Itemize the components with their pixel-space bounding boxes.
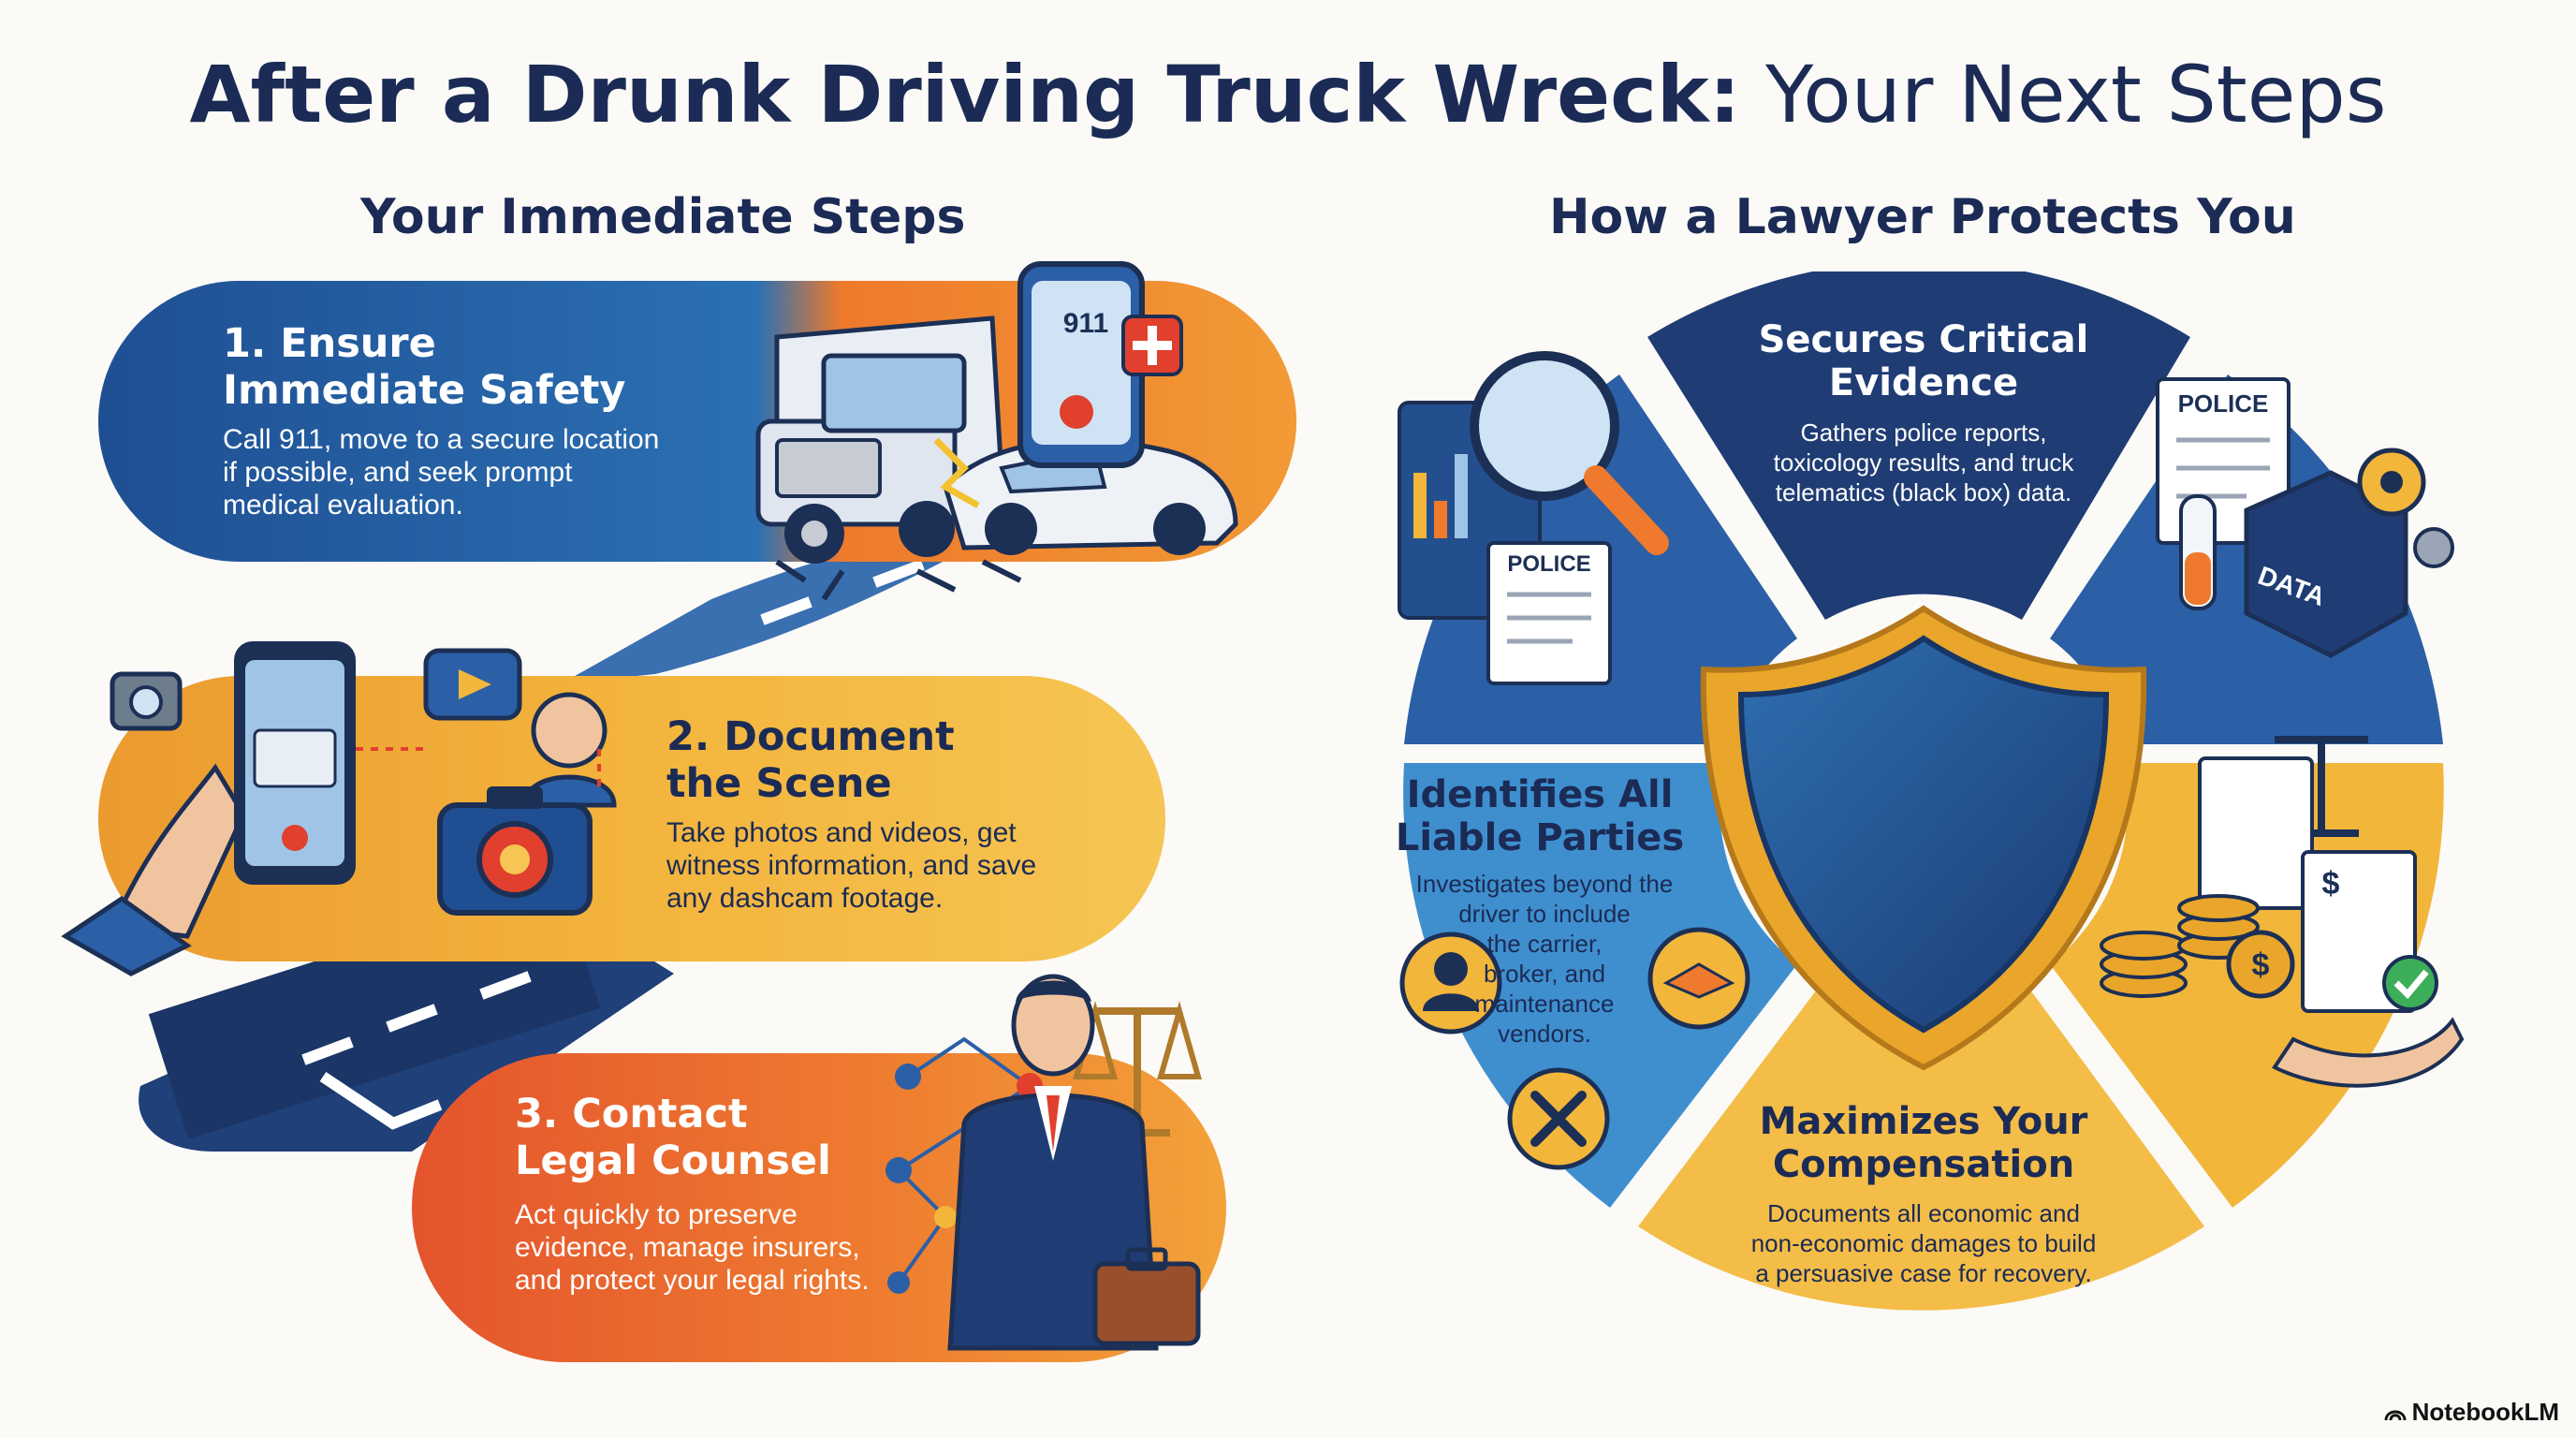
segment-1-body: Gathers police reports, toxicology resul… — [1773, 418, 2074, 506]
crash-illustration: 911 — [755, 261, 1238, 601]
witness-avatar — [531, 692, 607, 769]
coins-icon — [2100, 894, 2260, 998]
check-icon — [2382, 955, 2438, 1011]
left-heading: Your Immediate Steps — [360, 189, 966, 245]
title-normal: Your Next Steps — [1765, 49, 2387, 140]
shield-icon — [1700, 605, 2147, 1071]
police-report-icon — [1486, 541, 1612, 685]
step-2-title: 2. Document the Scene — [666, 713, 955, 807]
steps-graphic: 911 — [61, 261, 1296, 1362]
segment-bottom-gold — [1638, 978, 2204, 1311]
coin-dollar-label: $ — [2252, 947, 2270, 983]
right-heading: How a Lawyer Protects You — [1549, 189, 2296, 245]
lawyer-illustration — [886, 974, 1202, 1351]
notebooklm-logo-icon — [2384, 1410, 2407, 1420]
step-3-title: 3. Contact Legal Counsel — [515, 1091, 831, 1184]
brand-label: NotebookLM — [2411, 1398, 2559, 1426]
segment-1-title: Secures Critical Evidence — [1758, 318, 2089, 404]
segment-top-navy — [1647, 271, 2190, 620]
road — [139, 524, 1011, 1152]
document-scene-illustration — [61, 641, 617, 976]
segment-bottom-left — [1403, 763, 1797, 1208]
step-1-title: 1. Ensure Immediate Safety — [223, 320, 626, 414]
segment-2-title: Identifies All Liable Parties — [1395, 773, 1685, 859]
step-2-card — [98, 676, 1165, 961]
notebooklm-brand: NotebookLM — [2384, 1398, 2559, 1427]
liable-parties-icons — [1399, 927, 1750, 1170]
segment-2-body: Investigates beyond the driver to includ… — [1415, 870, 1674, 1048]
segment-3-body: Documents all economic and non-economic … — [1750, 1199, 2097, 1287]
step-2-body: Take photos and videos, get witness info… — [666, 817, 1037, 914]
invoice-dollar-label: $ — [2322, 866, 2340, 902]
police-doc-label: POLICE — [2178, 389, 2269, 418]
briefcase-icon — [1092, 1261, 1201, 1346]
protection-wheel: POLICE POLICE DATA — [1395, 271, 2465, 1311]
evidence-data-icons: POLICE DATA — [2156, 377, 2454, 658]
step-1-body: Call 911, move to a secure location if p… — [223, 424, 660, 521]
phone-911-label: 911 — [1063, 308, 1108, 339]
title-bold: After a Drunk Driving Truck Wreck: — [189, 49, 1741, 140]
hand-icon — [2272, 1017, 2465, 1088]
compensation-icons: $ $ — [2100, 736, 2465, 1088]
segment-3-title: Maximizes Your Compensation — [1759, 1100, 2088, 1186]
page-title: After a Drunk Driving Truck Wreck: Your … — [0, 49, 2576, 140]
step-3-body: Act quickly to preserve evidence, manage… — [515, 1199, 870, 1296]
police-report-label: POLICE — [1507, 551, 1590, 577]
black-box-icon — [2244, 470, 2408, 658]
magnifier-icon: POLICE — [1398, 351, 1669, 685]
